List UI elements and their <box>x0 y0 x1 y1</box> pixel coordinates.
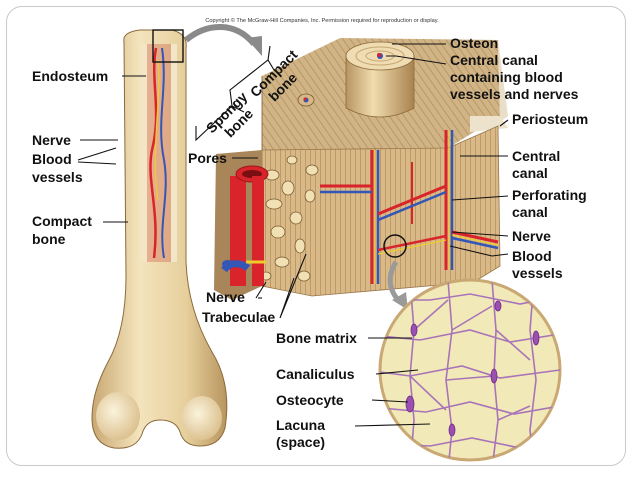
zoom-box <box>152 29 184 63</box>
label-nerve-right: Nerve <box>512 228 551 244</box>
label-blood-vessels-left-2: vessels <box>32 169 83 185</box>
label-central-canal-vessels-2: containing blood <box>450 69 563 85</box>
periosteum-layer <box>470 116 508 132</box>
label-perforating-canal-2: canal <box>512 204 548 220</box>
label-central-canal-vessels-1: Central canal <box>450 52 538 68</box>
copyright-notice: Copyright © The McGraw-Hill Companies, I… <box>205 17 439 24</box>
magnify-marker <box>383 234 407 258</box>
leader-lines <box>77 43 509 427</box>
condyle-left <box>96 392 140 440</box>
label-blood-vessels-right-1: Blood <box>512 248 552 264</box>
label-compact-bone-left-1: Compact <box>32 213 92 229</box>
label-osteocyte: Osteocyte <box>276 392 344 408</box>
compact-bone-block <box>214 38 508 300</box>
label-lacuna-1: Lacuna <box>276 417 325 433</box>
label-central-canal-1: Central <box>512 148 560 164</box>
label-lacuna-2: (space) <box>276 434 325 450</box>
label-endosteum: Endosteum <box>32 68 108 84</box>
long-bone <box>91 29 228 449</box>
label-central-canal-vessels-3: vessels and nerves <box>450 86 579 102</box>
label-blood-vessels-right-2: vessels <box>512 265 563 281</box>
condyle-right <box>182 396 222 440</box>
label-nerve-left: Nerve <box>32 132 71 148</box>
label-nerve-bottom: Nerve <box>206 289 245 305</box>
label-canaliculus: Canaliculus <box>276 366 355 382</box>
magnified-matrix <box>378 278 562 462</box>
trabeculae-mesh <box>260 155 319 282</box>
label-central-canal-2: canal <box>512 165 548 181</box>
zoom-arrow <box>184 24 257 47</box>
label-pores: Pores <box>188 150 227 166</box>
osteocytes <box>405 300 540 437</box>
label-perforating-canal-1: Perforating <box>512 187 587 203</box>
label-trabeculae: Trabeculae <box>202 309 275 325</box>
label-blood-vessels-left-1: Blood <box>32 151 72 167</box>
label-bone-matrix: Bone matrix <box>276 330 357 346</box>
label-periosteum: Periosteum <box>512 111 588 127</box>
perforating-canals <box>320 184 499 255</box>
label-osteon: Osteon <box>450 35 498 51</box>
osteon-cylinder <box>345 41 415 118</box>
label-compact-bone-left-2: bone <box>32 231 66 247</box>
